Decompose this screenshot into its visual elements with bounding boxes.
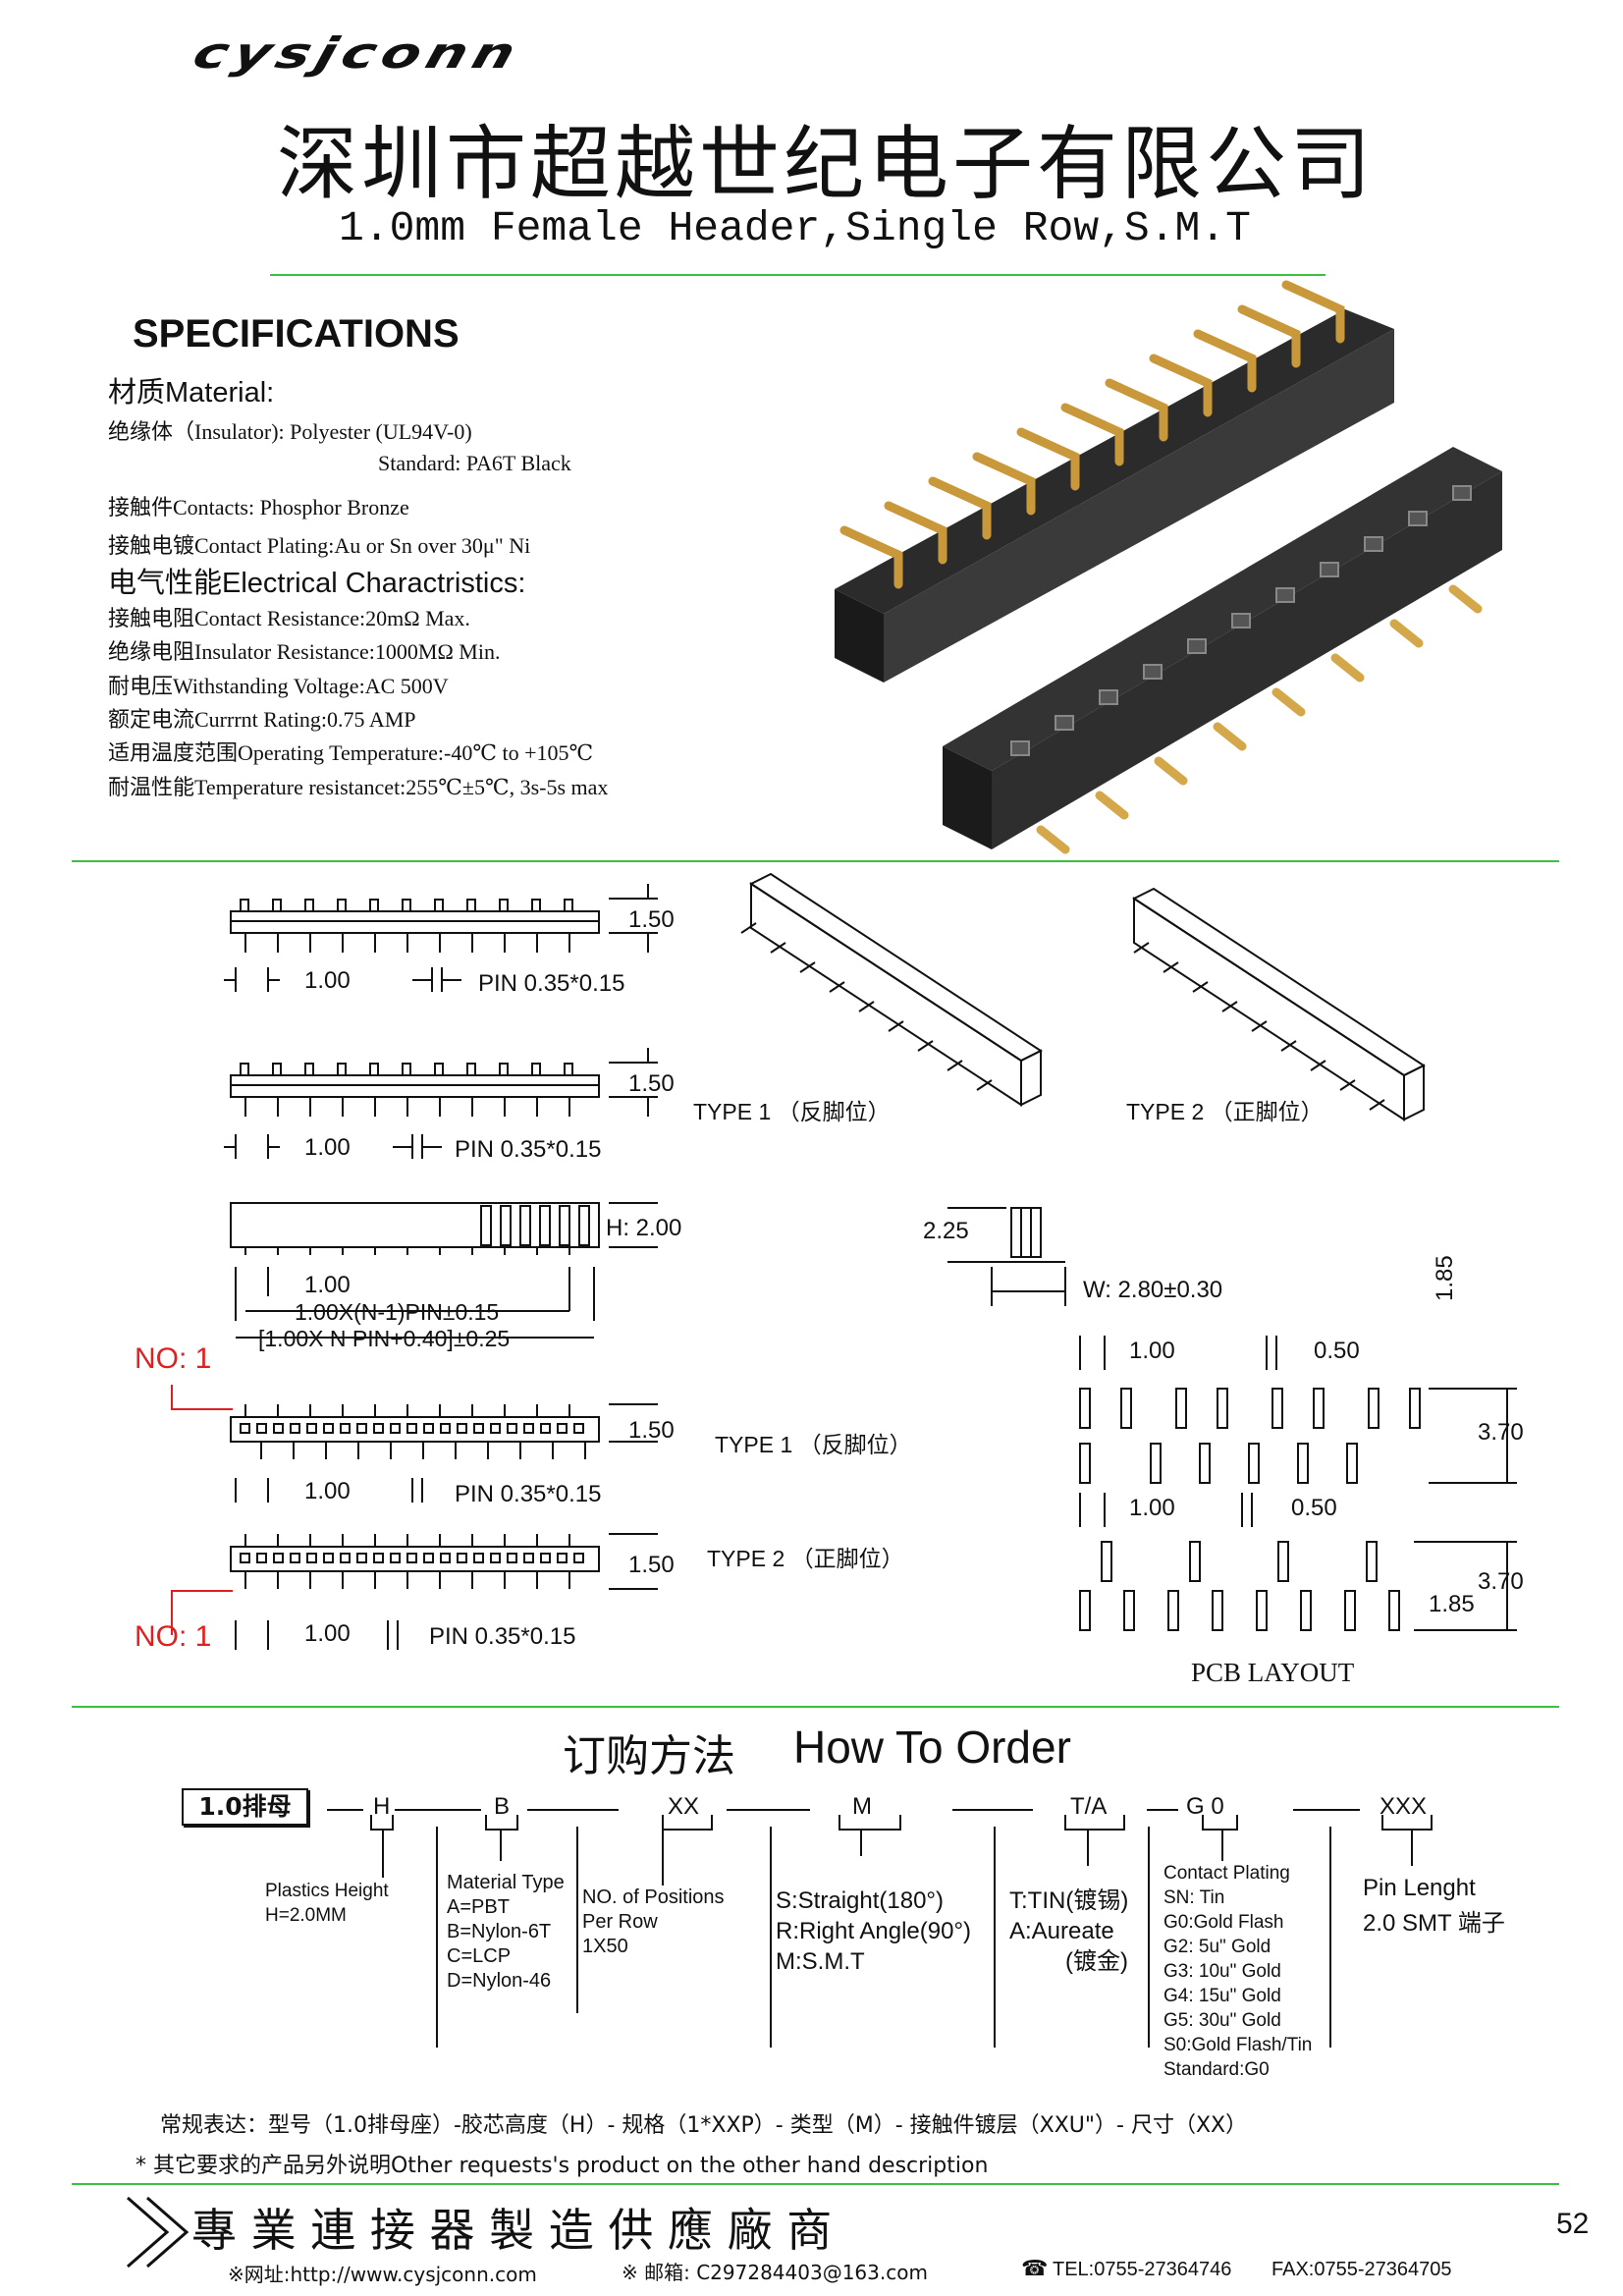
connector-front-pins xyxy=(1036,584,1483,854)
connector-front xyxy=(943,447,1502,849)
footer-fax: FAX:0755-27364705 xyxy=(1271,2259,1452,2280)
dim-pin-1: PIN 0.35*0.15 xyxy=(478,970,625,997)
connector-front-holes xyxy=(1010,485,1472,756)
order-code-b: B xyxy=(494,1793,511,1820)
connector-back xyxy=(835,309,1394,683)
order-style: S:Straight(180°) R:Right Angle(90°) M:S.… xyxy=(776,1887,972,1975)
spec-insulator: 绝缘体（Insulator): Polyester (UL94V-0) xyxy=(108,419,472,444)
iso-type2 xyxy=(1131,887,1427,1121)
footer-rule xyxy=(72,2183,1559,2185)
dim-pitch-3: 1.00 xyxy=(304,1272,351,1298)
company-name-cn: 深圳市超越世纪电子有限公司 xyxy=(277,118,1376,211)
dim-pin-4: PIN 0.35*0.15 xyxy=(429,1623,576,1650)
dim-formula-1: 1.00X(N-1)PIN±0.15 xyxy=(295,1299,500,1325)
header-rule xyxy=(270,274,1325,276)
order-contact-plating: Contact Plating SN: Tin G0:Gold Flash G2… xyxy=(1163,1863,1313,2080)
dim-formula-2: [1.00X N PIN+0.40]±0.25 xyxy=(258,1326,511,1351)
phone-icon: ☎ xyxy=(1021,2257,1049,2281)
dim-pcb-pitch-2: 1.00 xyxy=(1129,1495,1175,1521)
specs-rule xyxy=(72,860,1559,862)
order-material-type: Material Type A=PBT B=Nylon-6T C=LCP D=N… xyxy=(447,1872,565,1992)
footer-slogan: 專 業 連 接 器 製 造 供 應 廠 商 xyxy=(191,2204,833,2257)
order-code-xxx: XXX xyxy=(1380,1793,1428,1820)
dim-pcb-gap-2: 0.50 xyxy=(1291,1495,1337,1521)
spec-operating-temp: 适用温度范围Operating Temperature:-40℃ to +105… xyxy=(108,740,594,765)
dim-pitch-1: 1.00 xyxy=(304,967,351,994)
dim-pitch-5: 1.00 xyxy=(304,1620,351,1647)
label-type1-top: TYPE 1 （反脚位） xyxy=(715,1432,912,1457)
order-code-m: M xyxy=(852,1793,872,1820)
order-code-g0: G 0 xyxy=(1186,1793,1224,1820)
specs-heading: SPECIFICATIONS xyxy=(133,312,460,355)
pcb-layout xyxy=(1079,1336,1517,1631)
spec-contacts: 接触件Contacts: Phosphor Bronze xyxy=(108,495,409,519)
label-type1-iso: TYPE 1 （反脚位） xyxy=(693,1099,891,1124)
order-code-box-text: 1.0排母 xyxy=(198,1792,292,1821)
dim-pin-3: PIN 0.35*0.15 xyxy=(455,1481,602,1507)
order-plastic-height: Plastics Height H=2.0MM xyxy=(265,1881,389,1926)
dim-height-2: 1.50 xyxy=(628,1070,675,1097)
spec-withstanding-voltage: 耐电压Withstanding Voltage:AC 500V xyxy=(108,674,449,698)
no1-marker-1: NO: 1 xyxy=(135,1342,212,1375)
dim-height-h: H: 2.00 xyxy=(606,1215,682,1241)
order-code-xx: XX xyxy=(668,1793,700,1820)
dim-profile-225: 2.25 xyxy=(923,1218,969,1244)
side-view-1-body xyxy=(230,910,600,934)
connector-back-pins xyxy=(839,280,1345,589)
order-title-cn: 订购方法 xyxy=(563,1731,735,1781)
dim-pcb-185-top: 1.85 xyxy=(1432,1255,1458,1301)
spec-current-rating: 额定电流Currrnt Rating:0.75 AMP xyxy=(108,707,416,732)
order-expression: 常规表达：型号（1.0排母座）-胶芯高度（H）- 规格（1*XXP）- 类型（M… xyxy=(160,2113,1248,2138)
footer-website: ※网址:http://www.cysjconn.com xyxy=(228,2263,537,2286)
order-termination: T:TIN(镀锡) A:Aureate (镀金) xyxy=(1009,1887,1129,1975)
spec-contact-resistance: 接触电阻Contact Resistance:20mΩ Max. xyxy=(108,606,470,630)
dim-pcb-370-1: 3.70 xyxy=(1478,1419,1524,1446)
electrical-label: 电气性能Electrical Charactristics: xyxy=(108,568,526,599)
pcb-layout-label: PCB LAYOUT xyxy=(1191,1658,1355,1687)
side-view-1-pins xyxy=(240,899,573,953)
label-type2-iso: TYPE 2 （正脚位） xyxy=(1126,1099,1324,1124)
no1-marker-2: NO: 1 xyxy=(135,1620,212,1653)
dim-height-3: 1.50 xyxy=(628,1417,675,1444)
label-type2-top: TYPE 2 （正脚位） xyxy=(707,1546,904,1571)
dim-pitch-4: 1.00 xyxy=(304,1478,351,1504)
dim-pcb-370-2: 3.70 xyxy=(1478,1568,1524,1595)
order-pin-length: Pin Lenght 2.0 SMT 端子 xyxy=(1363,1875,1505,1937)
footer-tel: TEL:0755-27364746 xyxy=(1053,2259,1232,2280)
order-code-ta: T/A xyxy=(1070,1793,1108,1820)
order-code-box: 1.0排母 xyxy=(182,1788,308,1826)
spec-insulator-resistance: 绝缘电阻Insulator Resistance:1000MΩ Min. xyxy=(108,639,501,664)
dim-pitch-2: 1.00 xyxy=(304,1134,351,1161)
order-title-en: How To Order xyxy=(793,1722,1071,1773)
drawing-rule xyxy=(72,1706,1559,1708)
order-note: * 其它要求的产品另外说明Other requests's product on… xyxy=(135,2154,989,2178)
dim-profile-w: W: 2.80±0.30 xyxy=(1083,1277,1223,1303)
page-number: 52 xyxy=(1556,2208,1590,2240)
spec-plating: 接触电镀Contact Plating:Au or Sn over 30μ" N… xyxy=(108,533,531,558)
dim-pcb-pitch-1: 1.00 xyxy=(1129,1338,1175,1364)
dim-pcb-185-bottom: 1.85 xyxy=(1429,1591,1475,1617)
footer-email: ※ 邮箱: C297284403@163.com xyxy=(622,2261,928,2284)
order-code-h: H xyxy=(373,1793,391,1820)
dim-pin-2: PIN 0.35*0.15 xyxy=(455,1136,602,1163)
dim-height-4: 1.50 xyxy=(628,1552,675,1578)
dim-height-1: 1.50 xyxy=(628,906,675,933)
top-view-type1-body xyxy=(230,1416,600,1443)
order-positions: NO. of Positions Per Row 1X50 xyxy=(582,1886,725,1957)
product-title: 1.0mm Female Header,Single Row,S.M.T xyxy=(339,204,1251,252)
iso-type1 xyxy=(740,872,1044,1107)
spec-temp-resistance: 耐温性能Temperature resistancet:255℃±5℃, 3s-… xyxy=(108,775,609,799)
dim-pcb-gap-1: 0.50 xyxy=(1314,1338,1360,1364)
spec-standard: Standard: PA6T Black xyxy=(378,451,571,475)
company-logo: cysjconn xyxy=(187,27,527,79)
material-label: 材质Material: xyxy=(108,377,275,409)
